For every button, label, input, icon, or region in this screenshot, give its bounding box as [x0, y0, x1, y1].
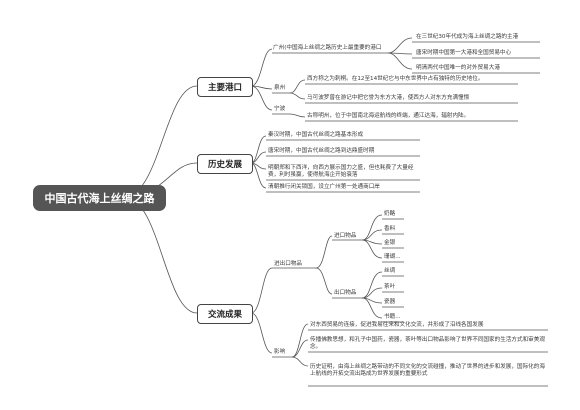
- node-export-4[interactable]: 书籍...: [384, 314, 401, 320]
- link-history-item-1: [250, 135, 267, 164]
- link-guangzhou-item-3: [387, 52, 413, 70]
- node-import-1[interactable]: 奶酪: [384, 211, 396, 217]
- link-import-4: [361, 239, 383, 259]
- link-ports-guangzhou: [250, 48, 273, 87]
- link-influence-item-2: [291, 339, 309, 358]
- node-quanzhou-item-1[interactable]: 西方称之为刺桐。在12至14世纪它与中东世界中占有独特的历史地位。: [307, 76, 484, 82]
- node-history-item-2[interactable]: 唐宋时期，中国古代丝绸之路到达鼎盛时期: [268, 148, 375, 154]
- node-influence-item-3[interactable]: 历史证明，由海上丝绸之路带动的不同文化的交流碰撞，推动了世界的进步和发展，国际化…: [310, 364, 545, 377]
- node-exports[interactable]: 出口物品: [334, 290, 357, 296]
- node-ningbo[interactable]: 宁波: [274, 106, 286, 112]
- node-export-2[interactable]: 茶叶: [384, 284, 396, 290]
- link-import-2: [361, 229, 383, 241]
- node-guangzhou-item-3[interactable]: 明清两代中国唯一的对外贸易大港: [416, 65, 500, 71]
- node-influence[interactable]: 影响: [274, 349, 286, 355]
- link-root-ports: [123, 85, 198, 198]
- node-import-3[interactable]: 金银: [384, 240, 396, 246]
- link-root-exchange: [123, 196, 198, 314]
- link-export-2: [361, 287, 383, 299]
- link-ningbo-item-1: [289, 113, 306, 118]
- link-export-4: [361, 297, 383, 319]
- node-export-3[interactable]: 瓷器: [384, 299, 396, 305]
- branch-exchange[interactable]: 交流成果: [197, 304, 253, 324]
- node-imports[interactable]: 进口物品: [334, 233, 357, 239]
- link-ports-ningbo: [250, 85, 273, 111]
- node-history-item-1[interactable]: 秦汉时期，中国古代丝绸之路基本形成: [268, 132, 364, 138]
- branch-history[interactable]: 历史发展: [197, 154, 253, 174]
- node-trade[interactable]: 进出口物品: [274, 261, 302, 267]
- node-guangzhou[interactable]: 广州(中国海上丝绸之路历史上最重要的港口: [273, 45, 382, 51]
- node-influence-item-1[interactable]: 对东西贸易的连接，促进我易往来和文化交流，并形成了沿线各国发展: [310, 322, 484, 328]
- link-import-1: [361, 214, 383, 241]
- node-import-4[interactable]: 珊瑚...: [384, 254, 401, 260]
- link-quanzhou-item-2: [289, 92, 306, 100]
- link-trade-exports: [315, 267, 333, 295]
- link-exchange-trade: [250, 267, 273, 314]
- node-influence-item-2[interactable]: 传播佛教思想，和孔子中国药，瓷器，茶叶等出口物品影响了世界不同国家的生活方式和审…: [310, 337, 545, 350]
- node-quanzhou[interactable]: 泉州: [274, 85, 286, 91]
- node-guangzhou-item-2[interactable]: 唐宋时期中国第一大港和全国贸易中心: [416, 50, 512, 56]
- node-ningbo-item-1[interactable]: 古称明州，位于中国南北海运航线的终端，通江达海，辐射内陆。: [307, 113, 470, 119]
- link-influence-item-1: [291, 323, 309, 358]
- node-quanzhou-item-2[interactable]: 马可波罗曾在游记中把它誉为东方大港，使西方人对东方充满憧憬: [307, 95, 470, 101]
- node-guangzhou-item-1[interactable]: 在三世纪30年代成为海上丝绸之路的主港: [416, 34, 519, 40]
- link-exchange-influence: [250, 312, 273, 354]
- link-guangzhou-item-1: [387, 37, 413, 54]
- branch-ports[interactable]: 主要港口: [197, 77, 253, 97]
- node-history-item-3[interactable]: 明朝郑和下西洋，向西方展示国力之盛，但也耗费了大量经费，利时虽赢，使得航海企开始…: [268, 165, 414, 178]
- root-node[interactable]: 中国古代海上丝绸之路: [33, 185, 166, 211]
- link-quanzhou-item-1: [289, 79, 306, 94]
- node-import-2[interactable]: 香料: [384, 226, 396, 232]
- link-export-1: [361, 271, 383, 299]
- link-trade-imports: [315, 235, 333, 269]
- node-history-item-4[interactable]: 清朝推行闭关锁国，设立广州第一处通商口岸: [268, 184, 380, 190]
- link-influence-item-3: [291, 356, 309, 367]
- node-export-1[interactable]: 丝绸: [384, 268, 396, 274]
